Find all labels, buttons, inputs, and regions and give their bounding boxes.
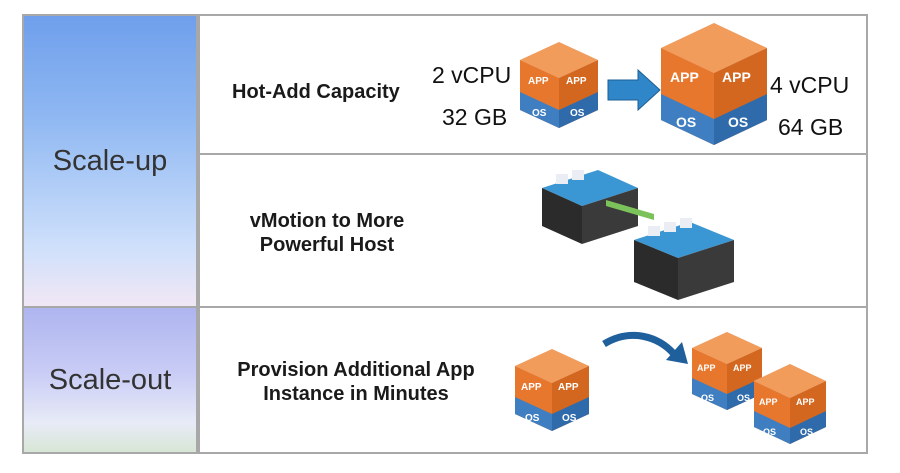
cube-app-text: APP: [759, 397, 778, 407]
server-host-icon: [634, 218, 734, 300]
arrow-right-icon: [607, 68, 661, 112]
scale-up-text: Scale-up: [52, 144, 168, 177]
vmotion-panel: [198, 153, 868, 308]
vmotion-title-line2: Powerful Host: [259, 234, 395, 256]
cube-os-text: OS: [800, 427, 813, 437]
vm-cube-large: APP APP OS OS: [661, 23, 767, 145]
after-cpu-text: 4 vCPU: [770, 72, 850, 98]
before-cpu-text: 2 vCPU: [432, 62, 512, 88]
provision-title-line1: Provision Additional App: [237, 359, 475, 381]
cube-os-text: OS: [728, 114, 748, 130]
cube-app-text: APP: [697, 363, 716, 373]
scale-out-text: Scale-out: [48, 363, 172, 396]
cube-os-text: OS: [676, 114, 696, 130]
cube-app-text: APP: [733, 363, 752, 373]
curved-arrow-icon: [602, 331, 688, 364]
vmotion-title: vMotion to More Powerful Host: [234, 209, 420, 257]
scale-up-label: Scale-up: [22, 14, 198, 308]
cube-os-text: OS: [763, 427, 776, 437]
cube-os-text: OS: [737, 393, 750, 403]
provision-title: Provision Additional App Instance in Min…: [218, 358, 494, 406]
cube-app-text: APP: [521, 382, 542, 393]
provision-title-line2: Instance in Minutes: [263, 383, 449, 405]
vm-cube-source: APP APP OS OS: [515, 349, 589, 431]
cube-os-text: OS: [532, 108, 547, 119]
cube-app-text: APP: [528, 76, 549, 87]
vm-cube-clone-2: APP APP OS OS: [754, 364, 826, 444]
cube-app-text: APP: [566, 76, 587, 87]
after-cpu-label: 4 vCPU: [770, 72, 849, 99]
scale-out-label: Scale-out: [22, 306, 198, 454]
server-host-icon: [542, 170, 638, 244]
hot-add-title: Hot-Add Capacity: [232, 81, 400, 103]
cube-os-text: OS: [701, 393, 714, 403]
vmotion-title-line1: vMotion to More: [249, 210, 405, 232]
after-mem-label: 64 GB: [778, 114, 844, 140]
cube-os-text: OS: [562, 413, 577, 424]
cube-app-text: APP: [796, 397, 815, 407]
cube-app-text: APP: [722, 69, 751, 85]
before-mem-label: 32 GB: [442, 104, 508, 130]
cube-os-text: OS: [525, 413, 540, 424]
vm-cube-clone-1: APP APP OS OS: [692, 332, 762, 410]
cube-app-text: APP: [670, 69, 699, 85]
before-cpu-label: 2 vCPU: [432, 62, 511, 89]
cube-app-text: APP: [558, 382, 579, 393]
vmotion-servers-illustration: [542, 170, 734, 300]
cube-os-text: OS: [570, 108, 585, 119]
vm-cube-small: APP APP OS OS: [520, 42, 598, 128]
